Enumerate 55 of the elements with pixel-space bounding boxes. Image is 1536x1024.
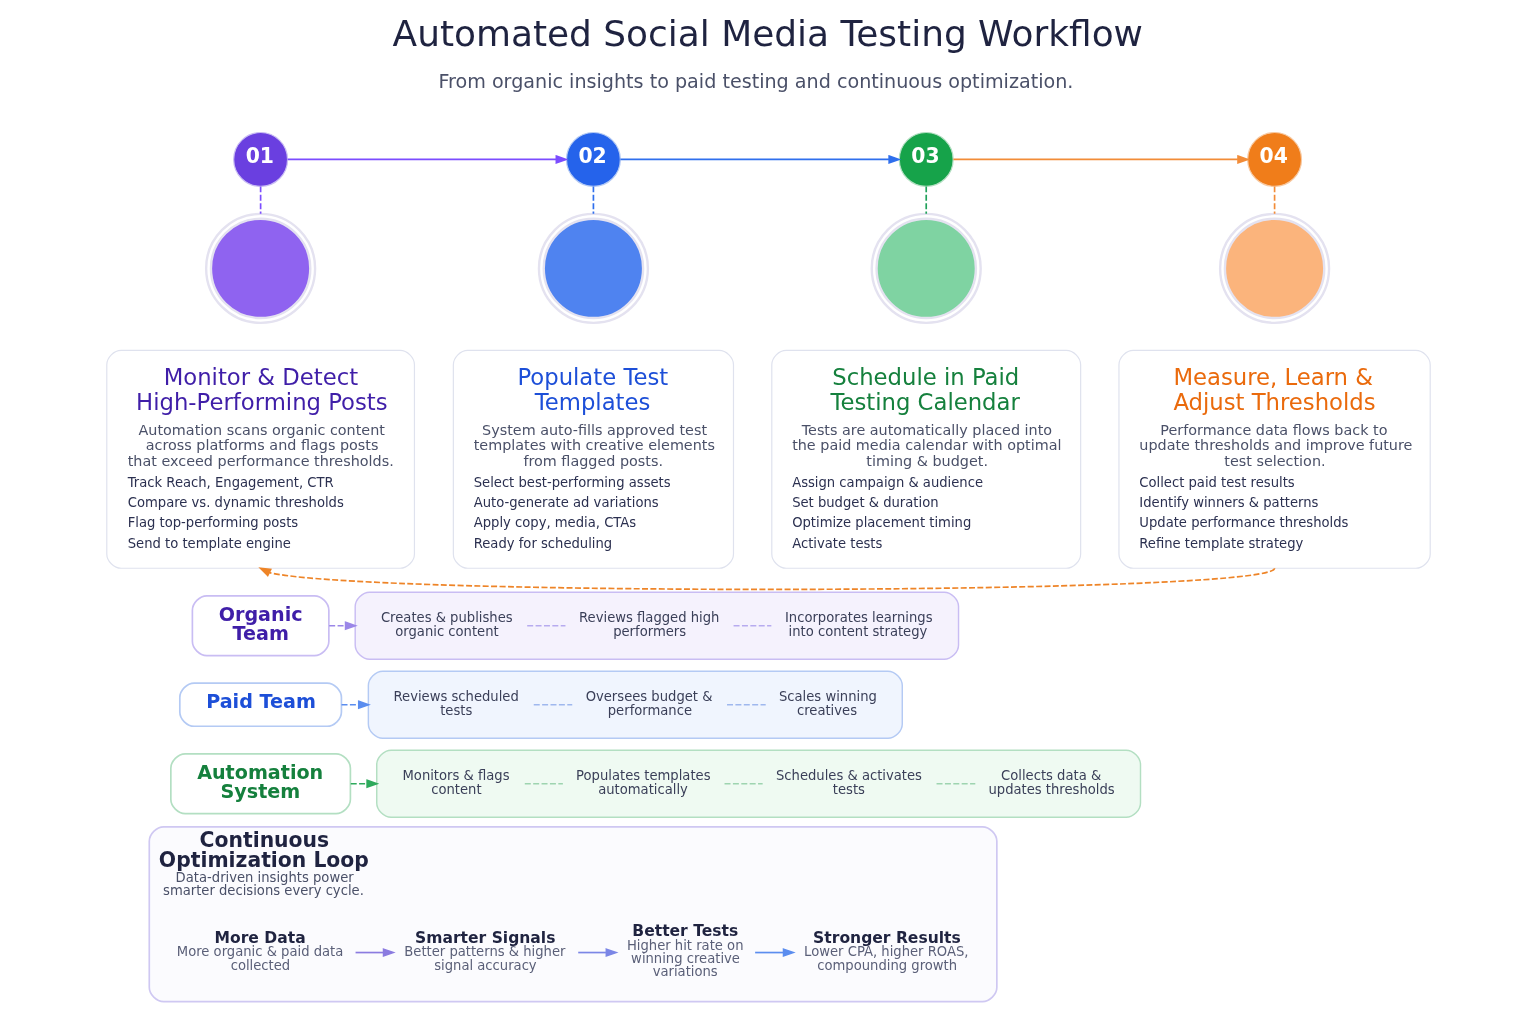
arrow [349,779,379,789]
node-box: Measure, Learn & Adjust Thresholds Performance data flows back to update thresholds and improve future test selection. Collect paid test results Identify winners & patterns Update performance thresholds Refine template strategy [1117,349,1431,569]
node-circle [537,212,649,325]
node-box: Organic Team [191,594,330,657]
node-box: Populate Test Templates System auto-fills approved test templates with creative elements from flagged posts. Select best-performing assets Auto-generate ad variations Apply copy, media, CTAs Ready for scheduling [452,349,734,569]
arrow [952,154,1250,164]
node-text: Reviews flagged high performers [578,609,719,640]
label: From organic insights to paid testing and continuous optimization. [437,69,1073,93]
node-text: Incorporates learnings into content strategy [784,609,933,640]
connector [1273,185,1275,215]
connector [532,703,573,706]
diagram-title: Automated Social Media Testing Workflow [392,13,1143,55]
connector [935,782,976,785]
node-text: Smarter Signals Better patterns & higher signal accuracy [403,928,565,973]
node-text: Populates templates automatically [575,767,711,798]
node-circle [870,212,982,325]
arrow [286,154,568,164]
arrow [576,948,618,958]
node-circle: 03 [898,131,954,187]
node-text: Reviews scheduled tests [393,688,519,719]
arrow [753,948,796,958]
node-text: Collects data & updates thresholds [987,767,1115,798]
node-circle [204,212,316,325]
node-box: Automation System [169,753,351,815]
connector [725,703,767,706]
node-text: Scales winning creatives [778,688,877,719]
arrow [340,700,371,710]
connector [592,185,594,215]
connector [523,782,564,785]
arrow [619,154,901,164]
node-circle: 04 [1246,131,1302,187]
connector [723,782,763,785]
cluster [367,670,903,739]
connector [525,624,566,627]
cluster [353,591,959,660]
node-text: Creates & publishes organic content [380,609,513,640]
node-text: More Data More organic & paid data collected [176,928,343,973]
connector [924,185,927,215]
node-box: Schedule in Paid Testing Calendar Tests are automatically placed into the paid media calendar with optimal timing & budget. Assign campaign & audience Set budget & duration Optimize placement timing Activate tests [770,349,1081,569]
connector [259,185,261,215]
node-box: Monitor & Detect High-Performing Posts Automation scans organic content across platforms and flags posts that exceed performance thresholds. Track Reach, Engagement, CTR Compare vs. dynamic thresholds Flag top-performing posts Send to template engine [105,349,415,569]
node-text: Schedules & activates tests [775,767,922,798]
arrow [257,567,1275,591]
node-text: Better Tests Higher hit rate on winning creative variations [626,922,743,980]
node-text: Oversees budget & performance [585,688,712,719]
node-circle: 01 [232,131,288,187]
node-text: Monitors & flags content [401,767,510,798]
node-circle [1218,212,1330,325]
node-text: Stronger Results Lower CPA, higher ROAS, compounding growth [803,928,969,973]
arrow [354,948,396,958]
arrow [327,621,358,631]
cluster [375,749,1141,818]
node-circle: 02 [565,131,621,187]
node-box: Paid Team [178,682,342,728]
connector [732,624,772,627]
